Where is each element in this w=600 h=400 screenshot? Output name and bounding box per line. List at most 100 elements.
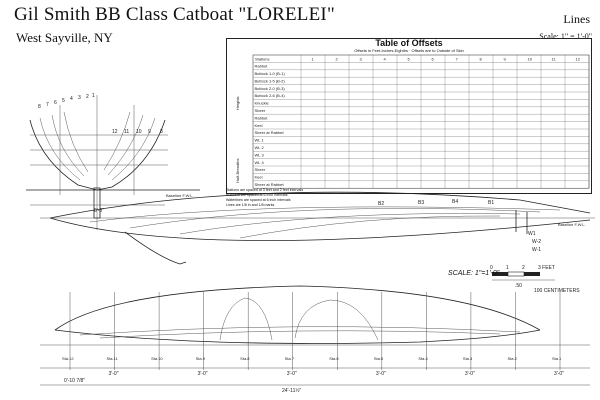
body-plan-station-number: 11 [124, 129, 129, 135]
body-plan-section [63, 111, 89, 173]
scale-metric-tick: .50 [515, 283, 522, 289]
buttock-label: B4 [452, 199, 458, 205]
offsets-station-header: 9 [504, 57, 507, 62]
profile-spacing-label: 3'-0" [109, 371, 119, 377]
rudder-outline [124, 231, 187, 265]
drawing-notes: Stations are spaced at 3 feet and 2 feet… [226, 188, 526, 208]
body-plan-section [96, 119, 166, 191]
profile-spacing-label: 3'-0" [465, 371, 475, 377]
offsets-station-header: 11 [552, 57, 557, 62]
half-breadth-buttock [179, 213, 521, 235]
profile-station-label: Sta.8 [240, 356, 250, 361]
aft-dimension: 0'-10 7/8" [64, 378, 85, 384]
profile-station-label: Sta.9 [196, 356, 206, 361]
scale-tick: 2 [522, 265, 525, 271]
offsets-station-header: 2 [336, 57, 339, 62]
offsets-row-label: WL 1 [255, 138, 265, 143]
profile-spacing-label: 3'-0" [198, 371, 208, 377]
offsets-row-label: Buttock 2-6 (B-4) [255, 93, 286, 98]
profile-coaming [219, 297, 273, 341]
profile-coaming [294, 299, 379, 341]
offsets-row-label: Sheer at Rabbet [255, 182, 285, 187]
waterline-label: W-1 [532, 247, 541, 253]
scale-bar-label: SCALE: 1"=1'-0" [448, 270, 500, 277]
offsets-row-label: WL 4 [255, 160, 265, 165]
sheet-name: Lines [563, 12, 590, 26]
scale-bar-segment [492, 272, 508, 276]
body-plan-station-number: 2 [86, 94, 89, 100]
drawing-scale: Scale: 1" = 1'-0" [539, 32, 592, 41]
buttock-label: B3 [418, 200, 424, 206]
scale-tick: 3 FEET [538, 265, 555, 271]
half-breadth-baseline-label: Baseline F.W.L. [558, 222, 586, 227]
body-plan-station-number: 9 [148, 129, 151, 135]
offsets-station-header: 6 [432, 57, 435, 62]
body-plan-section [39, 117, 81, 181]
offsets-station-header: 7 [456, 57, 459, 62]
profile-station-label: Sta.6 [329, 356, 339, 361]
half-breadth-buttock [239, 215, 501, 239]
buttock-label: B2 [378, 201, 384, 207]
body-plan-section [111, 117, 156, 181]
profile-station-label: Sta.3 [463, 356, 473, 361]
note-line: Stations are spaced at 3 feet and 2 feet… [226, 188, 304, 192]
half-breadth-sheer [49, 191, 591, 219]
offsets-row-label: Keel [255, 123, 263, 128]
offsets-row-label: Buttock 1-0 (B-1) [255, 71, 286, 76]
body-plan-station-number: 5 [62, 98, 65, 104]
profile-sheer [54, 285, 541, 331]
offsets-row-label: Sheer [255, 167, 266, 172]
offsets-row-label: Rabbet [255, 115, 269, 120]
offsets-station-header: 3 [360, 57, 363, 62]
body-plan-station-number: 3 [78, 95, 81, 101]
profile-station-label: Sta.4 [418, 356, 428, 361]
profile-station-label: Sta.11 [107, 356, 119, 361]
offsets-subtitle: Offsets in Feet-Inches-Eighths · Offsets… [354, 48, 464, 53]
body-plan-section [51, 114, 85, 177]
note-line: Lines are 1/8 in and 1/8 marks [226, 203, 275, 207]
scale-tick: 0 [490, 265, 493, 271]
profile-spacing-label: 3'-0" [376, 371, 386, 377]
body-plan-station-number: 1 [92, 93, 95, 99]
profile-waterline [79, 326, 521, 336]
scale-metric-label: 100 CENTIMETERS [534, 288, 580, 294]
offsets-group-label: Heights [235, 96, 240, 110]
profile-station-label: Sta.2 [507, 356, 517, 361]
body-plan-baseline-label: Baseline F.W.L. [166, 193, 194, 198]
overall-length: 24'-11½" [282, 387, 302, 394]
scale-bar-segment [524, 272, 540, 276]
offsets-row-label: WL 3 [255, 152, 265, 157]
scale-bar-segment [507, 271, 525, 277]
offsets-station-header: Stations [255, 57, 269, 62]
half-breadth-buttock [129, 208, 541, 229]
body-plan-station-number: 8 [160, 129, 163, 135]
profile-station-label: Sta.1 [552, 356, 562, 361]
body-plan-station-number: 6 [54, 100, 57, 106]
offsets-station-header: 10 [528, 57, 533, 62]
waterline-label: W1 [528, 231, 536, 237]
body-plan-station-number: 4 [70, 96, 73, 102]
note-line: Buttocks are spaced at 6 inch intervals [226, 193, 288, 197]
profile-spacing-label: 3'-0" [554, 371, 564, 377]
body-plan-section [29, 119, 98, 191]
offsets-row-label: Sheer at Rabbet [255, 130, 285, 135]
offsets-station-header: 1 [312, 57, 315, 62]
drawing-title: Gil Smith BB Class Catboat "LORELEI" [14, 4, 335, 25]
waterline-label: W-2 [532, 239, 541, 245]
offsets-station-header: 4 [384, 57, 387, 62]
note-line: Waterlines are spaced at 6 inch interval… [226, 198, 291, 202]
offsets-row-label: Keel [255, 175, 263, 180]
body-plan-station-number: 10 [136, 129, 142, 135]
offsets-row-label: Buttock 1-5 (B-2) [255, 78, 286, 83]
half-breadth-plan: B2 B3 B4 B1 W1 W-2 W-1 Baseline F.W.L. [40, 191, 595, 265]
offsets-row-label: Rabbet [255, 64, 269, 69]
body-plan: 6'-8" Baseline F.W.L. 8 7 6 5 4 3 2 1 12… [26, 93, 200, 230]
offsets-station-header: 12 [576, 57, 581, 62]
body-plan-dimension: 6'-8" [94, 208, 104, 214]
body-plan-section [107, 114, 144, 176]
offsets-station-header: 8 [480, 57, 483, 62]
body-plan-station-number: 12 [112, 129, 118, 135]
body-plan-section [103, 111, 131, 171]
